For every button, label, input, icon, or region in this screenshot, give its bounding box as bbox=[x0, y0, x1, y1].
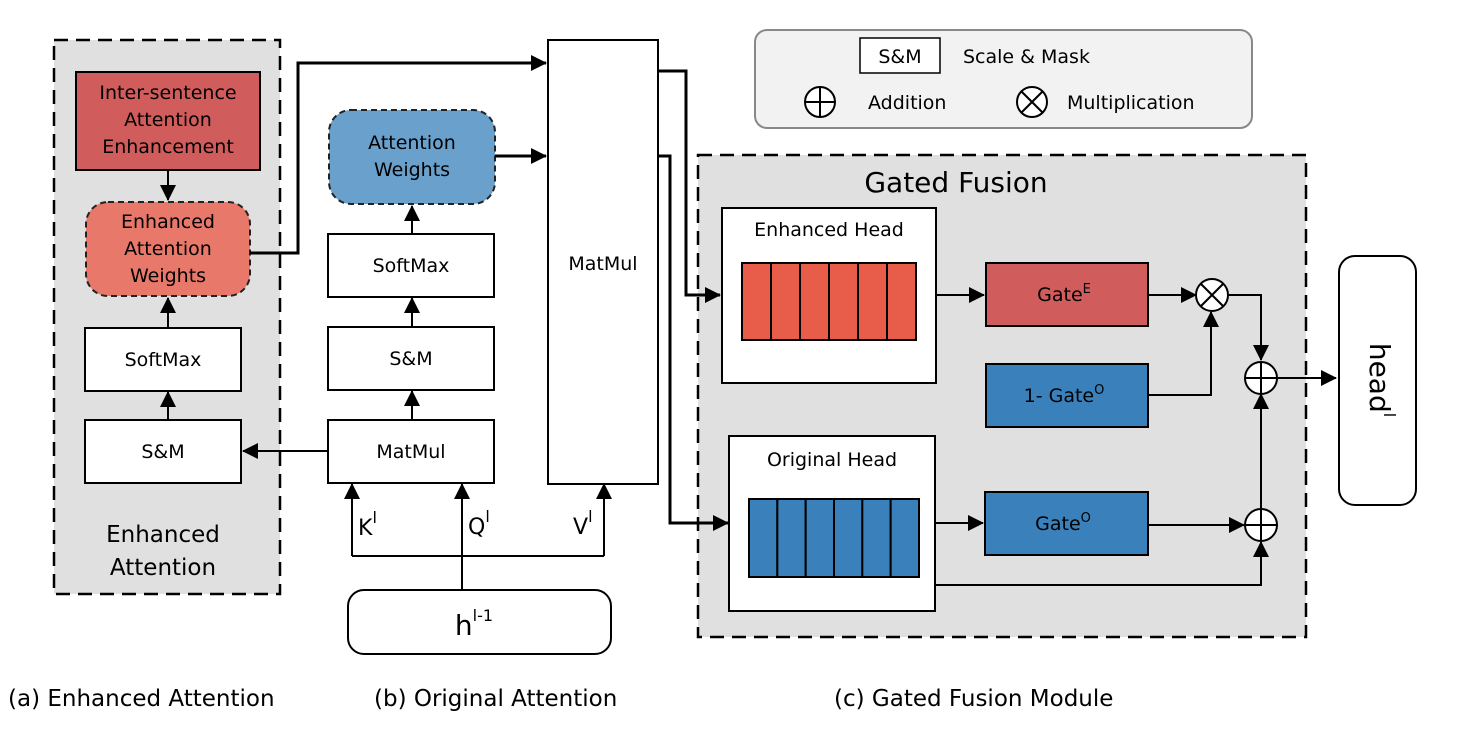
legend-box: S&M Scale & Mask Addition Multiplication bbox=[754, 29, 1253, 129]
hidden-state-input-box: hl-1 bbox=[347, 589, 612, 655]
enhanced-attention-weights-box: Enhanced Attention Weights bbox=[85, 201, 251, 297]
enhanced-head-cell bbox=[828, 262, 859, 341]
sm-box-a: S&M bbox=[84, 419, 242, 484]
caption-b: (b) Original Attention bbox=[374, 686, 617, 712]
attention-weights-line-1: Attention bbox=[368, 132, 456, 154]
attention-weights-line-2: Weights bbox=[374, 159, 450, 181]
enhanced-head-label: Enhanced Head bbox=[754, 219, 904, 241]
legend-addition-label: Addition bbox=[868, 92, 946, 114]
arrow-enhanced-weights-to-matmul bbox=[250, 55, 547, 255]
sm-label-b: S&M bbox=[389, 348, 432, 370]
softmax-label-b: SoftMax bbox=[373, 255, 450, 277]
one-minus-gate-o-box: 1- GateO bbox=[985, 363, 1149, 428]
original-head-cell bbox=[748, 498, 779, 578]
matmul-big-label: MatMul bbox=[568, 253, 637, 275]
softmax-box-a: SoftMax bbox=[84, 327, 242, 392]
arrow-one-minus-gate-to-mult bbox=[1148, 311, 1219, 396]
output-head-label: headl bbox=[1363, 343, 1399, 417]
addition-icon bbox=[804, 86, 836, 118]
addition-operator-top-icon bbox=[1244, 361, 1278, 395]
arrow-mult-to-add-top bbox=[1228, 294, 1269, 361]
enhanced-weights-line-2: Attention bbox=[124, 238, 212, 260]
legend-multiplication-label: Multiplication bbox=[1067, 92, 1195, 114]
inter-sentence-enhancement-box: Inter-sentence Attention Enhancement bbox=[75, 71, 261, 171]
softmax-label-a: SoftMax bbox=[125, 349, 202, 371]
enhanced-head-cells bbox=[741, 262, 917, 341]
gate-o-box: GateO bbox=[984, 491, 1149, 556]
original-head-cells bbox=[748, 498, 921, 578]
original-head-cell bbox=[804, 498, 836, 578]
k-label: Kl bbox=[358, 508, 377, 541]
enhanced-head-cell bbox=[741, 262, 772, 341]
softmax-box-b: SoftMax bbox=[327, 233, 495, 298]
enhanced-weights-line-3: Weights bbox=[130, 265, 206, 287]
attention-weights-box: Attention Weights bbox=[328, 109, 496, 205]
enhanced-head-box: Enhanced Head bbox=[721, 207, 937, 384]
legend-sm-swatch bbox=[859, 37, 941, 74]
enhanced-head-cell bbox=[799, 262, 830, 341]
enhanced-head-cell bbox=[770, 262, 801, 341]
caption-a: (a) Enhanced Attention bbox=[8, 686, 275, 712]
gate-e-label: GateE bbox=[1037, 282, 1091, 306]
hidden-state-label: hl-1 bbox=[455, 606, 493, 642]
arrow-matmul-to-enhanced-head bbox=[658, 69, 721, 303]
original-head-box: Original Head bbox=[728, 435, 936, 612]
q-label: Ql bbox=[468, 507, 490, 540]
enhanced-attention-region-label-2: Attention bbox=[110, 555, 216, 581]
original-head-cell bbox=[889, 498, 921, 578]
legend-sm-desc: Scale & Mask bbox=[963, 46, 1090, 68]
enhanced-attention-region-label-1: Enhanced bbox=[106, 522, 220, 548]
enhanced-head-cell bbox=[857, 262, 888, 341]
original-head-cell bbox=[833, 498, 864, 578]
legend-sm-text: S&M bbox=[878, 46, 921, 68]
multiplication-operator-icon bbox=[1195, 278, 1229, 312]
caption-c: (c) Gated Fusion Module bbox=[834, 686, 1113, 712]
arrow-matmul-to-original-head bbox=[658, 154, 729, 531]
original-head-cell bbox=[861, 498, 892, 578]
gated-fusion-title: Gated Fusion bbox=[864, 166, 1047, 199]
v-label: Vl bbox=[573, 507, 593, 540]
inter-sentence-line-1: Inter-sentence bbox=[99, 82, 236, 104]
addition-operator-bottom-icon bbox=[1244, 508, 1278, 542]
output-head-box: headl bbox=[1338, 255, 1417, 506]
arrow-original-head-residual bbox=[935, 541, 1269, 586]
original-head-cell bbox=[776, 498, 807, 578]
one-minus-gate-o-label: 1- GateO bbox=[1024, 383, 1105, 407]
inter-sentence-line-3: Enhancement bbox=[102, 136, 234, 158]
multiplication-icon bbox=[1016, 86, 1048, 118]
matmul-big-box: MatMul bbox=[547, 39, 659, 485]
enhanced-head-cell bbox=[886, 262, 917, 341]
gate-e-box: GateE bbox=[985, 262, 1149, 327]
original-head-label: Original Head bbox=[767, 449, 897, 471]
enhanced-weights-line-1: Enhanced bbox=[121, 211, 215, 233]
gate-o-label: GateO bbox=[1035, 511, 1091, 535]
matmul-small-label: MatMul bbox=[376, 441, 445, 463]
matmul-small-box: MatMul bbox=[327, 419, 495, 484]
sm-label-a: S&M bbox=[141, 441, 184, 463]
sm-box-b: S&M bbox=[327, 326, 495, 391]
inter-sentence-line-2: Attention bbox=[124, 109, 212, 131]
